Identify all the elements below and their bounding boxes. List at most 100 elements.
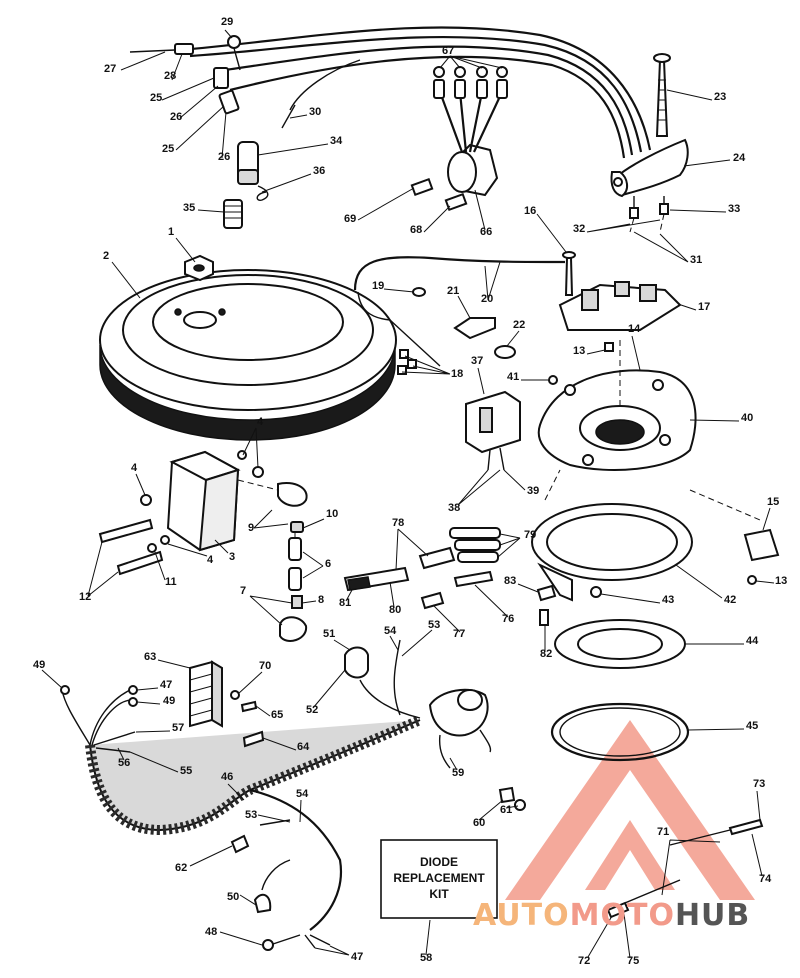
svg-text:AUTOMOTOHUB: AUTOMOTOHUB [473, 898, 750, 933]
callout-c10: 10 [326, 508, 338, 520]
callout-c46: 46 [221, 771, 233, 783]
diode-replacement-kit-box: DIODE REPLACEMENT KIT [380, 839, 498, 919]
key-switch [344, 639, 526, 811]
watermark-logo [505, 720, 755, 900]
callout-c48: 48 [205, 926, 217, 938]
callout-c49b: 49 [163, 695, 175, 707]
lower-harness [60, 685, 422, 951]
callout-c29: 29 [221, 16, 233, 28]
callout-c4a: 4 [257, 416, 264, 428]
callout-c9: 9 [248, 522, 254, 534]
callout-c2: 2 [103, 250, 109, 262]
kit-box-line1: DIODE [420, 855, 458, 869]
callout-c47a: 47 [160, 679, 172, 691]
callout-c47b: 47 [351, 951, 363, 963]
watermark-part1: AUTO [473, 898, 570, 933]
callout-c74: 74 [759, 873, 772, 885]
watermark-part2: MOTO [570, 898, 675, 933]
callout-c53b: 53 [245, 809, 257, 821]
callout-c25b: 25 [162, 143, 174, 155]
callout-c56: 56 [118, 757, 130, 769]
callout-c19: 19 [372, 280, 384, 292]
callout-c8: 8 [318, 594, 324, 606]
watermark-text: AUTOMOTOHUB [473, 898, 750, 933]
callout-c27: 27 [104, 63, 116, 75]
callout-c38: 38 [448, 502, 460, 514]
callout-c81: 81 [339, 597, 351, 609]
callout-c17: 17 [698, 301, 710, 313]
callout-c45: 45 [746, 720, 758, 732]
watermark-part3: HUB [675, 898, 750, 933]
leader-lines [41, 29, 775, 959]
breaker-plate [558, 251, 682, 331]
callout-c35: 35 [183, 202, 195, 214]
callout-c24: 24 [733, 152, 746, 164]
callout-c44: 44 [746, 635, 759, 647]
kit-box-line3: KIT [429, 887, 449, 901]
callout-c25a: 25 [150, 92, 162, 104]
callout-c16: 16 [524, 205, 536, 217]
callout-c65: 65 [271, 709, 283, 721]
callout-c58: 58 [420, 952, 432, 964]
rectifier [410, 66, 508, 212]
sensor-wire [353, 256, 566, 375]
callout-c68: 68 [410, 224, 422, 236]
callout-c79: 79 [524, 529, 536, 541]
callout-c76: 76 [502, 613, 514, 625]
callout-c54b: 54 [296, 788, 309, 800]
callout-c26a: 26 [170, 111, 182, 123]
callout-c59: 59 [452, 767, 464, 779]
callout-c3: 3 [229, 551, 235, 563]
callout-c50: 50 [227, 891, 239, 903]
callout-c40: 40 [741, 412, 753, 424]
callout-c37: 37 [471, 355, 483, 367]
callout-c6: 6 [325, 558, 331, 570]
main-harness [129, 26, 652, 159]
callout-c28: 28 [164, 70, 176, 82]
callout-c55: 55 [180, 765, 192, 777]
callout-c51: 51 [323, 628, 335, 640]
callout-c63: 63 [144, 651, 156, 663]
callout-c78: 78 [392, 517, 404, 529]
callout-c69: 69 [344, 213, 356, 225]
diode-kit-parts [606, 818, 764, 919]
callout-c72: 72 [578, 955, 590, 967]
callout-c21: 21 [447, 285, 459, 297]
callout-c66: 66 [480, 226, 492, 238]
callout-c1: 1 [168, 226, 174, 238]
fuse-holder [223, 141, 269, 229]
ignition-coil-3 [98, 450, 308, 576]
rings [531, 469, 780, 762]
callout-c20: 20 [481, 293, 493, 305]
callout-c7: 7 [240, 585, 246, 597]
callout-c14: 14 [628, 323, 641, 335]
callout-c52: 52 [306, 704, 318, 716]
callout-c31: 31 [690, 254, 702, 266]
callout-c13a: 13 [573, 345, 585, 357]
callout-c39: 39 [527, 485, 539, 497]
callout-c67: 67 [442, 45, 454, 57]
callout-c36: 36 [313, 165, 325, 177]
callout-c60: 60 [473, 817, 485, 829]
callout-c70: 70 [259, 660, 271, 672]
callout-c22: 22 [513, 319, 525, 331]
callout-c42: 42 [724, 594, 736, 606]
callout-c41: 41 [507, 371, 519, 383]
flywheel [99, 254, 397, 441]
ignition-coil-24 [610, 53, 689, 233]
callout-c57: 57 [172, 722, 184, 734]
charge-coil [465, 342, 614, 471]
callout-c49a: 49 [33, 659, 45, 671]
callout-c34: 34 [330, 135, 343, 147]
callout-c23: 23 [714, 91, 726, 103]
callout-c71: 71 [657, 826, 669, 838]
timer-base [537, 340, 697, 471]
callout-c82: 82 [540, 648, 552, 660]
callout-c62: 62 [175, 862, 187, 874]
kit-box-line2: REPLACEMENT [393, 871, 485, 885]
callout-c83: 83 [504, 575, 516, 587]
callout-c54a: 54 [384, 625, 397, 637]
callout-c43: 43 [662, 594, 674, 606]
callout-c53a: 53 [428, 619, 440, 631]
